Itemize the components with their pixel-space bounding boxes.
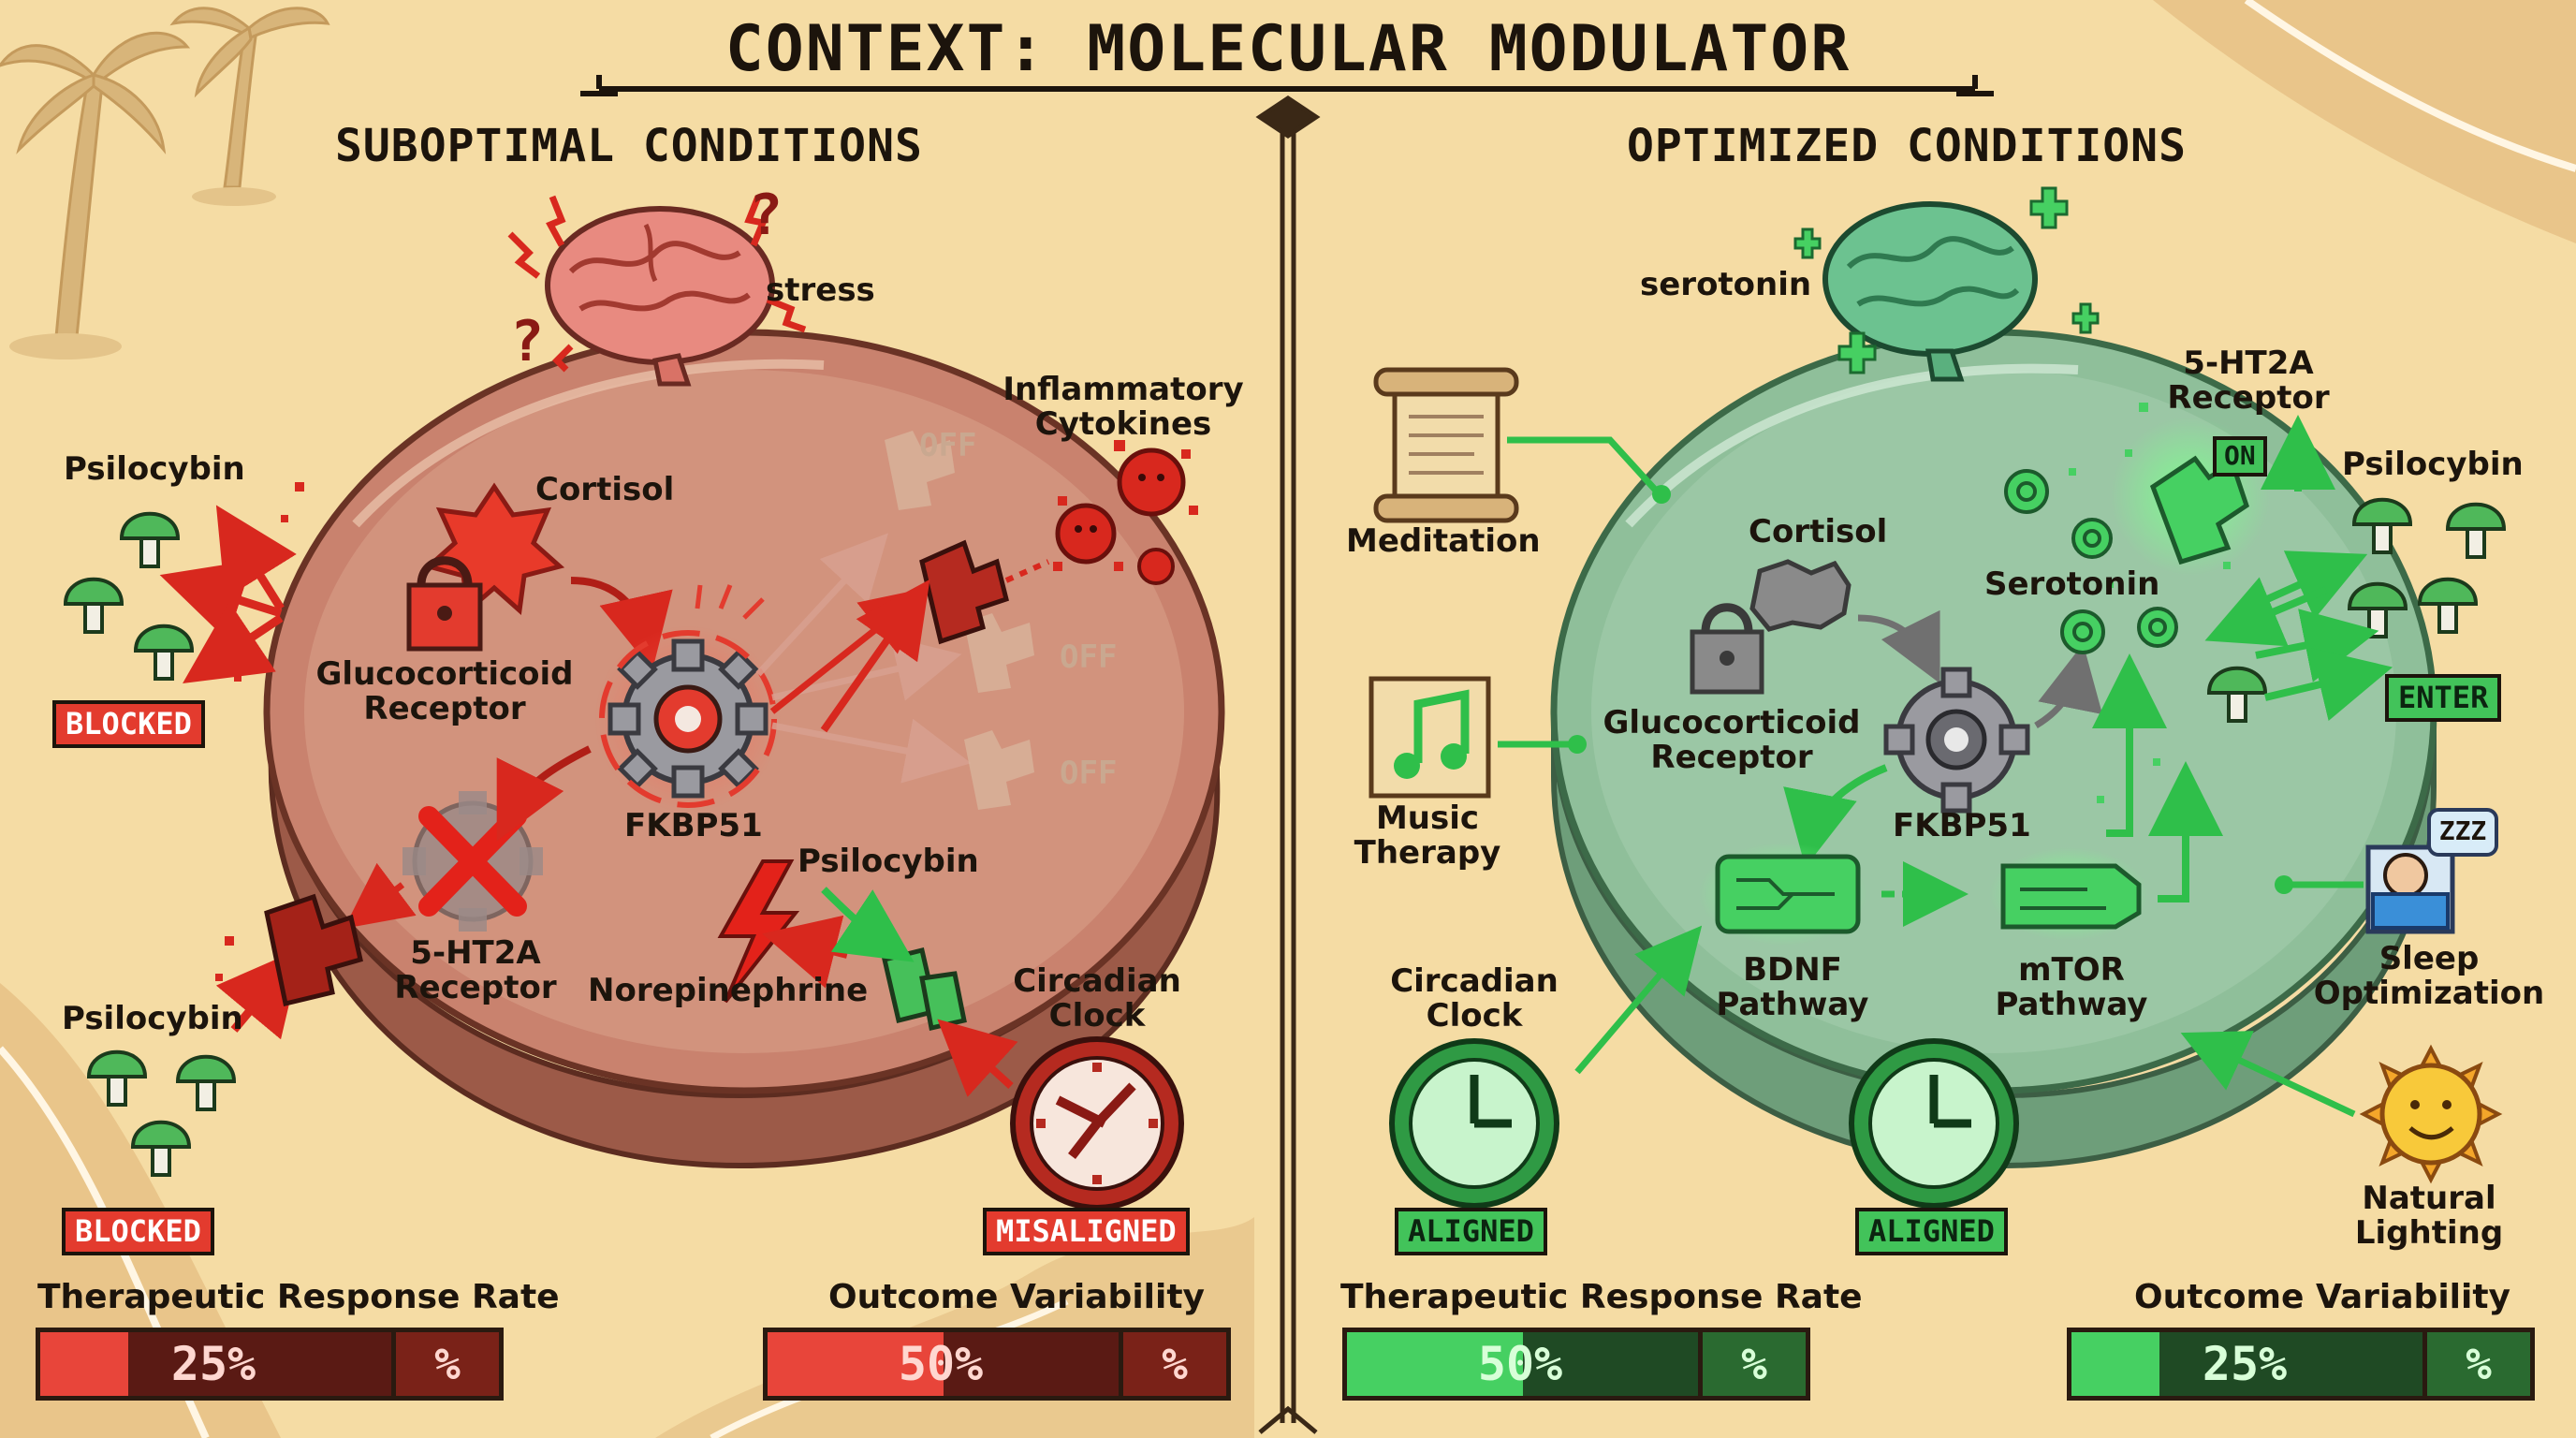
meditation-label: Meditation [1346, 522, 1541, 560]
therapeutic-response-bar: 50% % [1342, 1328, 1810, 1401]
bar-value: 25% [170, 1337, 256, 1391]
off-label: OFF [1060, 638, 1118, 676]
bar-value: 50% [1477, 1337, 1563, 1391]
fkbp51-gear-icon [594, 584, 782, 813]
receptor-channel-icon [264, 893, 363, 1007]
aligned-clock-icon [1849, 1038, 2019, 1209]
status-badge-enter: ENTER [2385, 674, 2502, 723]
enter-arrows [2204, 550, 2393, 722]
sun-icon [2359, 1044, 2503, 1184]
norepinephrine-label: Norepinephrine [588, 972, 869, 1009]
bar-value: 50% [898, 1337, 984, 1391]
lock-icon [406, 556, 483, 652]
fkbp51-label: FKBP51 [624, 807, 763, 844]
lock-icon [1690, 603, 1764, 695]
fkbp51-label: FKBP51 [1893, 807, 2031, 844]
page-title: CONTEXT: MOLECULAR MODULATOR [724, 12, 1852, 86]
psilocybin-label: Psilocybin [2342, 446, 2524, 483]
bdnf-pathway-chip-icon [1699, 843, 1867, 946]
palm-tree-icon [0, 7, 330, 360]
psilocybin-mushroom-icon [63, 511, 195, 681]
status-badge-on: ON [2213, 436, 2267, 477]
inactive-receptor-icon [885, 431, 1034, 810]
blocked-receptor-gear-icon [402, 791, 543, 932]
percent-icon: % [1119, 1332, 1226, 1396]
svg-text:?: ? [510, 309, 544, 374]
inflammatory-cytokine-icon [1053, 440, 1198, 585]
cortisol-label: Cortisol [535, 471, 675, 508]
therapeutic-response-label: Therapeutic Response Rate [37, 1278, 560, 1316]
stress-label: stress [766, 271, 875, 309]
blocked-arrows [159, 505, 303, 1040]
stressed-brain-icon: ? ? [507, 183, 807, 387]
center-divider [1255, 95, 1321, 1434]
fkbp51-gear-icon [1883, 667, 2030, 814]
therapeutic-response-label: Therapeutic Response Rate [1340, 1278, 1863, 1316]
bar-fill [1347, 1332, 1523, 1396]
serotonin-swirl-icon [2004, 469, 2178, 654]
status-badge-blocked: BLOCKED [52, 700, 205, 749]
mtor-pathway-chip-icon [1989, 847, 2148, 941]
serotonin-label: Serotonin [1984, 565, 2160, 603]
receptor-channel-icon [919, 539, 1009, 645]
outcome-variability-bar: 25% % [2067, 1328, 2535, 1401]
svg-text:?: ? [749, 183, 783, 248]
outcome-variability-label: Outcome Variability [828, 1278, 1206, 1316]
cortisol-label: Cortisol [1749, 513, 1888, 550]
left-heading: SUBOPTIMAL CONDITIONS [335, 120, 923, 172]
bar-fill [768, 1332, 944, 1396]
therapeutic-response-bar: 25% % [36, 1328, 504, 1401]
status-badge-misaligned: MISALIGNED [983, 1208, 1190, 1256]
title-frame [580, 75, 1994, 96]
aligned-clock-icon [1389, 1038, 1559, 1209]
calm-brain-icon [1793, 186, 2100, 382]
sand-shore-right [2153, 0, 2576, 243]
psilocybin-label-bottom: Psilocybin [62, 1000, 243, 1037]
percent-icon: % [2422, 1332, 2530, 1396]
green-channel-icon [882, 946, 967, 1032]
music-note-icon [1368, 676, 1491, 799]
off-label: OFF [1060, 755, 1118, 792]
outcome-variability-label: Outcome Variability [2134, 1278, 2511, 1316]
lightning-bolt-icon [717, 859, 800, 1004]
psilocybin-label-mid: Psilocybin [798, 843, 979, 880]
percent-icon: % [391, 1332, 499, 1396]
bar-fill [40, 1332, 128, 1396]
psilocybin-mushroom-icon [86, 1049, 237, 1177]
status-badge-aligned: ALIGNED [1855, 1208, 2008, 1256]
status-badge-aligned: ALIGNED [1395, 1208, 1547, 1256]
meditation-scroll-icon [1373, 367, 1519, 523]
serotonin-label-top: serotonin [1640, 266, 1812, 303]
sleeping-person-icon [2365, 808, 2498, 934]
inactive-cortisol-icon [1749, 559, 1852, 632]
misaligned-clock-icon [1010, 1036, 1184, 1211]
bar-fill [2071, 1332, 2159, 1396]
status-badge-blocked: BLOCKED [62, 1208, 214, 1256]
bar-value: 25% [2202, 1337, 2288, 1391]
zzz-label: ZZZ [2438, 815, 2487, 846]
off-label: OFF [919, 427, 977, 464]
percent-icon: % [1698, 1332, 1806, 1396]
outcome-variability-bar: 50% % [763, 1328, 1231, 1401]
cortisol-molecule-icon [423, 482, 565, 615]
right-heading: OPTIMIZED CONDITIONS [1627, 120, 2187, 172]
psilocybin-label-top: Psilocybin [64, 450, 245, 488]
